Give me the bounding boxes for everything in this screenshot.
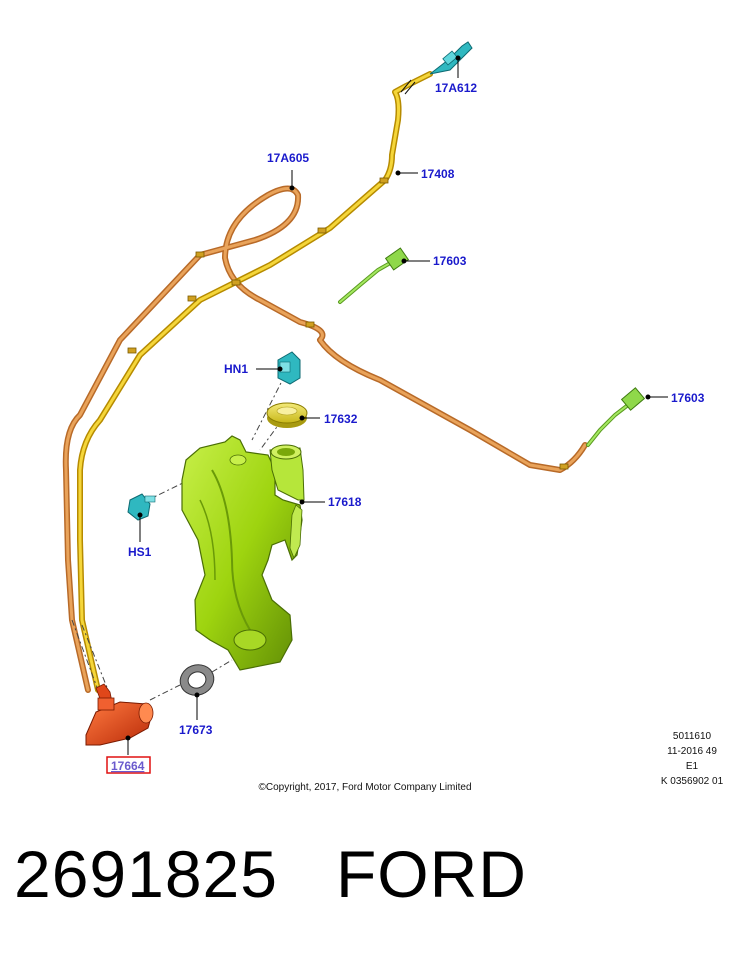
highlight-box (106, 756, 151, 774)
callout-17603-upper: 17603 (433, 254, 467, 268)
filler-cap-17632-part (266, 402, 308, 428)
callout-17664-highlighted: 17664 (111, 759, 145, 773)
callout-HN1: HN1 (224, 362, 248, 376)
washer-jet-17603-lower-part (586, 387, 646, 447)
footer-brand: FORD (335, 837, 527, 911)
callout-17408: 17408 (421, 167, 455, 181)
drawing-metadata: 5011610 11-2016 49 E1 K 0356902 01 (650, 729, 734, 789)
callout-17A612: 17A612 (435, 81, 477, 95)
copyright-notice: ©Copyright, 2017, Ford Motor Company Lim… (258, 782, 472, 793)
connector-HS1-part (127, 493, 156, 521)
callout-17632: 17632 (324, 412, 358, 426)
washer-reservoir-17618-part (181, 435, 305, 671)
hose-clips (127, 177, 569, 470)
meta-line-3: E1 (685, 761, 699, 772)
footer-part-number: 2691825 (14, 837, 278, 911)
callout-17673: 17673 (179, 723, 213, 737)
washer-system-diagram: 17A612 17A605 17408 17603 17603 HN1 1763… (62, 41, 705, 774)
orange-hose (62, 185, 588, 693)
washer-pump-17664-part (85, 683, 154, 746)
meta-line-4: K 0356902 01 (660, 776, 724, 787)
seal-17673-part (179, 664, 215, 696)
connector-17A612-part (429, 41, 473, 75)
meta-line-2: 11-2016 49 (667, 746, 717, 757)
callout-17A605: 17A605 (267, 151, 309, 165)
callout-HS1: HS1 (128, 545, 152, 559)
footer-caption: 2691825 FORD (14, 836, 527, 912)
callout-17603-lower: 17603 (671, 391, 705, 405)
callout-17618: 17618 (328, 495, 362, 509)
leader-lines (125, 55, 668, 755)
connector-HN1-part (277, 351, 301, 385)
washer-jet-17603-upper-part (338, 247, 410, 304)
yellow-hose (77, 71, 433, 693)
meta-line-1: 5011610 (672, 731, 712, 742)
